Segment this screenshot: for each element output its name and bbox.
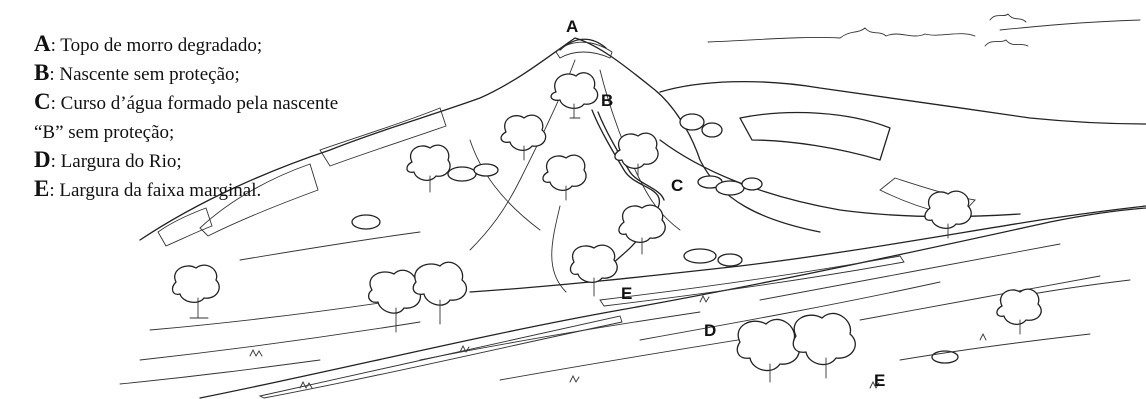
legend-letter: B (34, 60, 49, 85)
legend-text: : Largura da faixa marginal. (49, 180, 261, 201)
tree (619, 205, 665, 254)
legend-item-c: C: Curso d’água formado pela nascente (34, 88, 494, 117)
tree (173, 265, 220, 318)
legend-text: : Nascente sem proteção; (49, 64, 239, 85)
legend-item-c-continued: “B” sem proteção; (34, 117, 494, 146)
legend: A: Topo de morro degradado; B: Nascente … (34, 30, 494, 204)
tree (571, 245, 618, 296)
tree (543, 155, 586, 200)
tree (737, 319, 799, 382)
label-b: B (601, 91, 613, 110)
legend-text: : Curso d’água formado pela nascente (51, 93, 339, 114)
tree (997, 289, 1041, 334)
label-c: C (671, 176, 683, 195)
legend-text: : Topo de morro degradado; (51, 35, 263, 56)
tree (615, 133, 658, 176)
label-e-2: E (874, 371, 885, 390)
label-a: A (566, 17, 578, 36)
legend-text: : Largura do Rio; (51, 151, 182, 172)
legend-item-a: A: Topo de morro degradado; (34, 30, 494, 59)
tree (793, 313, 855, 378)
legend-letter: A (34, 31, 51, 56)
tree (413, 262, 466, 324)
legend-item-b: B: Nascente sem proteção; (34, 59, 494, 88)
legend-letter: E (34, 176, 49, 201)
legend-text: “B” sem proteção; (34, 122, 174, 143)
right-hill (660, 82, 1146, 217)
legend-letter: C (34, 89, 51, 114)
label-d: D (704, 321, 716, 340)
clouds (708, 14, 1140, 46)
tree (925, 191, 971, 238)
legend-item-d: D: Largura do Rio; (34, 146, 494, 175)
tree (551, 73, 598, 118)
tree (501, 115, 546, 160)
label-e-1: E (621, 284, 632, 303)
legend-letter: D (34, 147, 51, 172)
legend-item-e: E: Largura da faixa marginal. (34, 175, 494, 204)
